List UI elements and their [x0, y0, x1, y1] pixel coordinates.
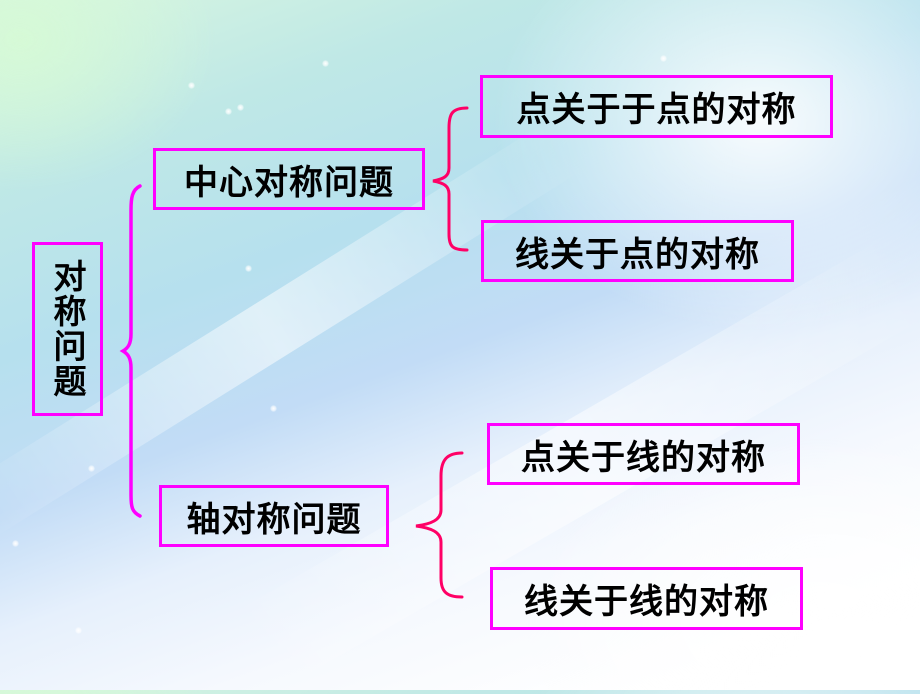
leaf-label: 线关于点的对称: [515, 234, 760, 275]
sparkle: [322, 60, 329, 67]
branch-central-symmetry: 中心对称问题: [153, 148, 425, 210]
leaf-point-about-line: 点关于线的对称: [487, 423, 800, 485]
sparkle: [245, 265, 252, 272]
sparkle: [12, 540, 19, 547]
branch-label: 中心对称问题: [184, 162, 394, 203]
sparkle: [270, 405, 277, 412]
branch-axial-symmetry: 轴对称问题: [159, 485, 389, 547]
leaf-point-about-point: 点关于于点的对称: [480, 75, 833, 138]
sparkle: [237, 104, 244, 111]
sparkle: [88, 465, 95, 472]
leaf-line-about-line: 线关于线的对称: [490, 567, 803, 630]
leaf-label: 点关于线的对称: [521, 437, 766, 478]
leaf-line-about-point: 线关于点的对称: [481, 220, 794, 282]
sparkle: [225, 108, 232, 115]
sparkle: [75, 627, 82, 634]
branch-label: 轴对称问题: [186, 499, 362, 540]
leaf-label: 点关于于点的对称: [516, 90, 797, 130]
root-node-label: 对称问题: [48, 259, 87, 399]
sparkle: [188, 82, 195, 89]
root-node-symmetry-problems: 对称问题: [32, 242, 103, 416]
leaf-label: 线关于线的对称: [524, 582, 769, 622]
sparkle: [660, 55, 667, 62]
